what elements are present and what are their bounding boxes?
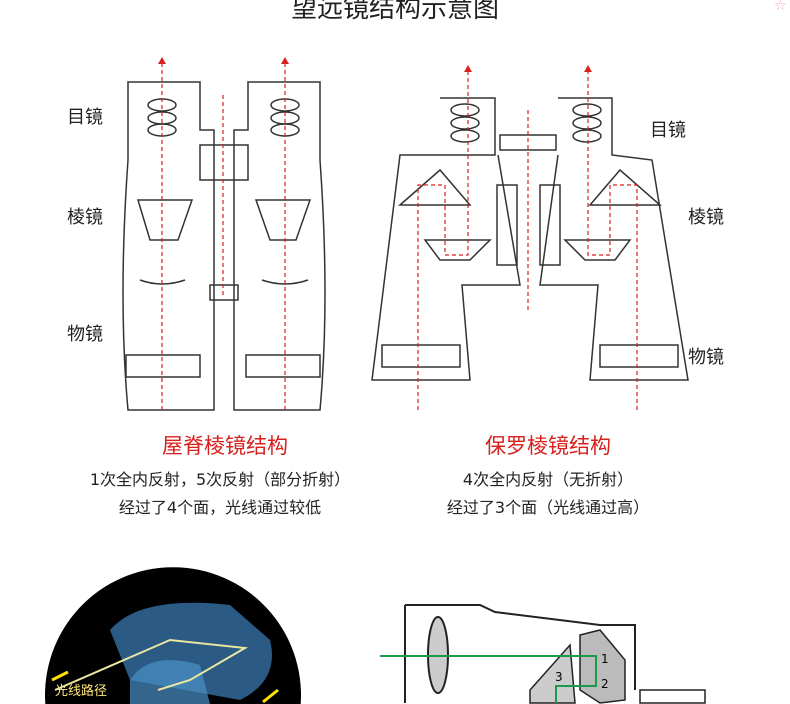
porro-desc-line2: 经过了3个面（光线通过高）	[446, 498, 650, 517]
roof-light-paths	[161, 64, 286, 410]
roof-eyepiece-label: 目镜	[67, 107, 103, 128]
roof-binocular-drawing	[122, 81, 326, 411]
light-path-label: 光线路径	[55, 684, 108, 699]
arrow-up-icon	[158, 57, 166, 64]
roof-heading: 屋脊棱镜结构	[162, 434, 288, 458]
porro-light-path	[380, 655, 597, 703]
arrow-up-icon	[281, 57, 289, 64]
page-title: 望远镜结构示意图	[290, 0, 499, 24]
porro-prism-label: 棱镜	[688, 207, 724, 228]
roof-objective-label: 物镜	[67, 324, 103, 345]
roof-prism-photo	[44, 567, 302, 704]
porro-heading: 保罗棱镜结构	[485, 434, 611, 458]
porro-objective-label: 物镜	[688, 347, 724, 368]
prism-number-3: 3	[555, 670, 563, 684]
prism-number-2: 2	[601, 677, 609, 691]
porro-light-paths	[417, 70, 638, 410]
roof-prism-label: 棱镜	[67, 207, 103, 228]
star-icon[interactable]: ☆	[774, 0, 787, 14]
arrow-up-icon	[464, 65, 472, 72]
porro-desc-line1: 4次全内反射（无折射）	[462, 470, 634, 489]
roof-desc-line2: 经过了4个面，光线通过较低	[118, 498, 322, 517]
porro-description: 4次全内反射（无折射） 经过了3个面（光线通过高）	[368, 466, 728, 522]
arrow-up-icon	[584, 65, 592, 72]
roof-description: 1次全内反射，5次反射（部分折射） 经过了4个面，光线通过较低	[40, 466, 400, 522]
porro-binocular-drawing	[371, 97, 689, 381]
roof-desc-line1: 1次全内反射，5次反射（部分折射）	[89, 470, 351, 489]
porro-eyepiece-label: 目镜	[650, 120, 686, 141]
prism-number-1: 1	[601, 652, 609, 666]
